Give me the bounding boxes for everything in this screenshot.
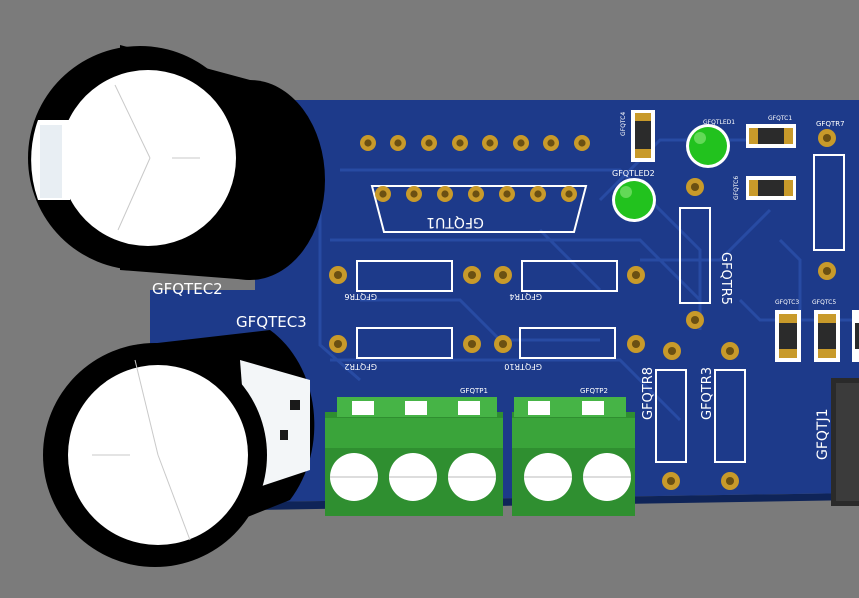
through-hole-pad-hole <box>467 270 477 280</box>
gfqtc1-label: GFQTC1 <box>768 115 792 122</box>
through-hole-pad-hole <box>666 476 676 486</box>
through-hole-pad-hole <box>690 182 700 192</box>
gfqtled1-label: GFQTLED1 <box>703 119 735 126</box>
gfqtr8-label: GFQTR8 <box>641 367 656 420</box>
smd-capacitor-gfqtc1: GFQTC1 <box>746 115 796 148</box>
gfqtc4-label: GFQTC4 <box>620 112 627 136</box>
gfqtp1-label: GFQTP1 <box>460 387 488 395</box>
smd-capacitor-gfqtc5: GFQTC5 <box>812 299 840 362</box>
through-hole-pad-hole <box>631 339 641 349</box>
gfqtc3-label: GFQTC3 <box>775 299 799 306</box>
gfqtu1-pins-bottom <box>375 186 577 202</box>
gfqtr5-label: GFQTR5 <box>718 252 733 305</box>
header-pin-pad-hole <box>517 139 525 147</box>
gfqtu1-pin-pad-hole <box>410 190 418 198</box>
header-pin-pad-hole <box>486 139 494 147</box>
gfqtj1-label: GFQTJ1 <box>815 408 831 460</box>
capacitor-gfqtec2 <box>28 45 325 280</box>
led-gfqtled1: GFQTLED1 <box>686 119 735 168</box>
gfqtr4-outline <box>521 260 618 292</box>
gfqtu1-pin-pad-hole <box>379 190 387 198</box>
gfqtu1-pins-top <box>360 135 590 151</box>
gfqtec3-label: GFQTEC3 <box>236 313 307 331</box>
gfqtu1-pin-pad-hole <box>503 190 511 198</box>
capacitor-gfqtec3 <box>43 330 315 567</box>
gfqtc5-label: GFQTC5 <box>812 299 836 306</box>
smd-capacitor-gfqtc3: GFQTC3 <box>775 299 801 362</box>
gfqtec2-label: GFQTEC2 <box>152 280 223 298</box>
through-hole-pad-hole <box>467 339 477 349</box>
smd-capacitor-gfqtc4: GFQTC4 <box>620 110 655 162</box>
smd-capacitor-edge <box>852 310 859 362</box>
gfqtu1-pin-pad-hole <box>534 190 542 198</box>
header-pin-pad-hole <box>425 139 433 147</box>
through-hole-pad-hole <box>333 339 343 349</box>
through-hole-pad-hole <box>333 270 343 280</box>
gfqtr7-outline <box>813 154 845 251</box>
through-hole-pad-hole <box>631 270 641 280</box>
gfqtr5-outline <box>679 207 711 304</box>
gfqtc6-label: GFQTC6 <box>733 176 740 200</box>
pcb-board <box>150 100 859 502</box>
gfqtp2-label: GFQTP2 <box>580 387 608 395</box>
gfqtr10-outline <box>519 327 616 359</box>
gfqtled2-label: GFQTLED2 <box>612 169 655 178</box>
terminal-block-gfqtp2 <box>512 397 635 516</box>
gfqtr3-outline <box>714 369 746 463</box>
jack-gfqtj1 <box>831 378 859 506</box>
gfqtr2-outline <box>356 327 453 359</box>
terminal-block-gfqtp1 <box>325 397 503 516</box>
through-hole-pad-hole <box>725 476 735 486</box>
header-pin-pad-hole <box>456 139 464 147</box>
through-hole-pad-hole <box>498 339 508 349</box>
gfqtu1-pin-pad-hole <box>441 190 449 198</box>
gfqtr2-label: GFQTR2 <box>344 362 377 371</box>
gfqtr6-label: GFQTR6 <box>344 292 377 301</box>
through-hole-pad-hole <box>725 346 735 356</box>
gfqtu1-pin-pad-hole <box>472 190 480 198</box>
through-hole-pad-hole <box>822 133 832 143</box>
led-gfqtled2: GFQTLED2 <box>612 169 656 222</box>
gfqtr3-label: GFQTR3 <box>700 367 715 420</box>
header-pin-pad-hole <box>578 139 586 147</box>
gfqtr10-label: GFQTR10 <box>504 362 542 371</box>
header-pin-pad-hole <box>364 139 372 147</box>
smd-capacitor-gfqtc6: GFQTC6 <box>733 176 796 200</box>
gfqtu1-label: GFQTU1 <box>426 214 484 230</box>
through-hole-pads <box>329 129 836 490</box>
header-pin-pad-hole <box>394 139 402 147</box>
through-hole-pad-hole <box>822 266 832 276</box>
gfqtr6-outline <box>356 260 453 292</box>
gfqtu1-pin-pad-hole <box>565 190 573 198</box>
header-pin-pad-hole <box>547 139 555 147</box>
gfqtu1-outline <box>370 185 588 233</box>
gfqtr4-label: GFQTR4 <box>509 292 542 301</box>
through-hole-pad-hole <box>667 346 677 356</box>
gfqtr7-label: GFQTR7 <box>816 120 845 128</box>
gfqtr8-outline <box>655 369 687 463</box>
through-hole-pad-hole <box>690 315 700 325</box>
through-hole-pad-hole <box>498 270 508 280</box>
